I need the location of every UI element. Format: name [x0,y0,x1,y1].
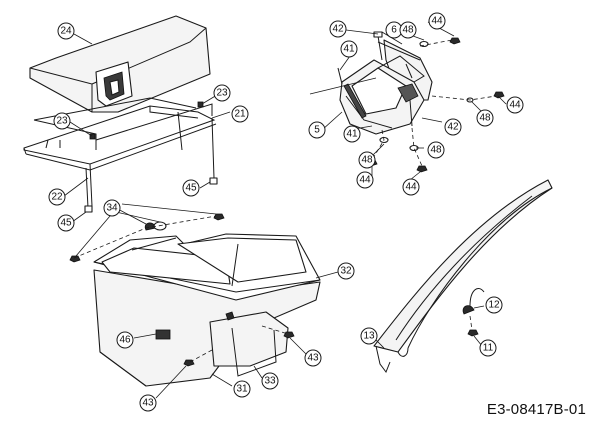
callout-45-right: 45 [182,179,200,197]
svg-text:11: 11 [483,343,494,354]
svg-text:43: 43 [307,353,319,364]
clip-part-34-c [213,213,225,221]
callout-13: 13 [360,327,378,345]
callout-48-lower-right: 48 [427,141,445,159]
clip-part-23-a [197,101,204,108]
callout-22: 22 [48,188,66,206]
fender-clip-part-12 [462,305,475,315]
callout-44-lower: 44 [356,171,374,189]
bolt-part-42-upper [373,31,383,61]
screw-part-11 [467,315,479,337]
callout-23-upper: 23 [213,84,231,102]
svg-text:45: 45 [60,218,72,229]
svg-text:21: 21 [234,109,246,120]
chute-cover-part-24 [29,15,211,113]
svg-text:42: 42 [332,24,344,35]
svg-text:23: 23 [56,116,68,127]
svg-text:48: 48 [479,113,491,124]
svg-text:6: 6 [391,25,397,36]
svg-text:48: 48 [430,145,442,156]
callout-24: 24 [57,22,75,40]
callout-42-upper: 42 [329,20,347,38]
callout-48-top: 48 [399,21,417,39]
callout-42-lower: 42 [444,118,462,136]
nut-part-44-right [493,91,505,99]
svg-text:44: 44 [359,175,371,186]
svg-text:45: 45 [185,183,197,194]
svg-text:13: 13 [363,331,375,342]
callout-45-left: 45 [57,214,75,232]
svg-text:41: 41 [346,129,358,140]
callout-43-right: 43 [304,349,322,367]
bracket-part-6-slot [405,63,413,79]
svg-text:34: 34 [106,203,118,214]
callout-33: 33 [261,372,279,390]
support-bracket-part-33 [209,311,289,377]
nut-part-44-top [449,37,461,45]
svg-text:44: 44 [405,182,417,193]
screw-part-41 [337,67,343,85]
bolt-part-45-left [84,205,93,213]
clip-part-34-d [69,255,81,263]
svg-text:44: 44 [509,100,521,111]
svg-text:48: 48 [361,155,373,166]
svg-text:48: 48 [402,25,414,36]
clip-part-23-b [89,133,96,140]
screw-part-43-right [283,331,295,339]
callout-34: 34 [103,199,121,217]
callout-44-right: 44 [506,96,524,114]
callout-21: 21 [231,105,249,123]
bolt-part-42-lower [409,99,413,127]
callout-48-right: 48 [476,109,494,127]
svg-text:43: 43 [142,398,154,409]
callout-5: 5 [308,121,326,139]
callout-44-top: 44 [428,12,446,30]
bag-frame-part-32 [93,233,321,301]
callout-11: 11 [479,339,497,357]
rear-fender-part-13 [373,179,553,374]
label-part-46 [155,329,171,340]
callout-23-lower: 23 [53,112,71,130]
callout-43-left: 43 [139,394,157,412]
callout-44-bottom: 44 [402,178,420,196]
callout-41-upper: 41 [340,40,358,58]
nut-part-44-bottom [416,165,428,173]
svg-text:31: 31 [236,384,248,395]
callout-31: 31 [233,380,251,398]
callout-46: 46 [116,331,134,349]
svg-text:12: 12 [488,300,500,311]
svg-text:22: 22 [51,192,63,203]
callout-41-lower: 41 [343,125,361,143]
svg-text:5: 5 [314,125,320,136]
callout-12: 12 [485,296,503,314]
svg-text:33: 33 [264,376,276,387]
document-code: E3-08417B-01 [486,401,586,418]
svg-text:24: 24 [60,26,72,37]
callout-48-lower: 48 [358,151,376,169]
svg-text:32: 32 [340,266,352,277]
svg-text:41: 41 [343,44,355,55]
svg-text:42: 42 [447,122,459,133]
bolt-part-45-right [209,177,218,185]
svg-text:44: 44 [431,16,443,27]
svg-text:23: 23 [216,88,228,99]
deflector-body-part-5 [339,55,425,135]
svg-text:46: 46 [119,335,131,346]
callout-32: 32 [337,262,355,280]
